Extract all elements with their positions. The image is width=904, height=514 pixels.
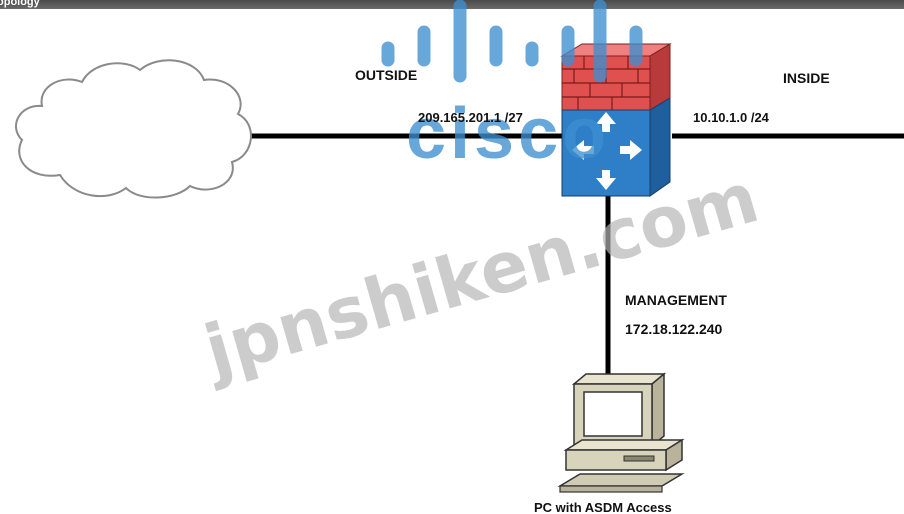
management-address: 172.18.122.240 <box>625 321 723 337</box>
outside-label: OUTSIDE <box>355 67 417 83</box>
pc-label: PC with ASDM Access <box>534 500 672 514</box>
cisco-logo-watermark: cisco <box>381 0 643 174</box>
inside-label: INSIDE <box>783 70 830 86</box>
site-watermark: jpnshiken.com <box>193 156 767 393</box>
pc-icon <box>557 372 685 493</box>
window-title: opology <box>0 0 40 8</box>
svg-text:cisco: cisco <box>406 94 610 174</box>
cloud-icon <box>15 59 252 199</box>
svg-text:jpnshiken.com: jpnshiken.com <box>193 156 767 393</box>
labels: OUTSIDE 209.165.201.1 /27 INSIDE 10.10.1… <box>355 67 830 514</box>
management-label: MANAGEMENT <box>625 292 727 308</box>
links <box>240 133 904 376</box>
outside-address: 209.165.201.1 /27 <box>418 110 523 125</box>
inside-address: 10.10.1.0 /24 <box>693 110 770 125</box>
title-bar: opology <box>0 0 904 9</box>
